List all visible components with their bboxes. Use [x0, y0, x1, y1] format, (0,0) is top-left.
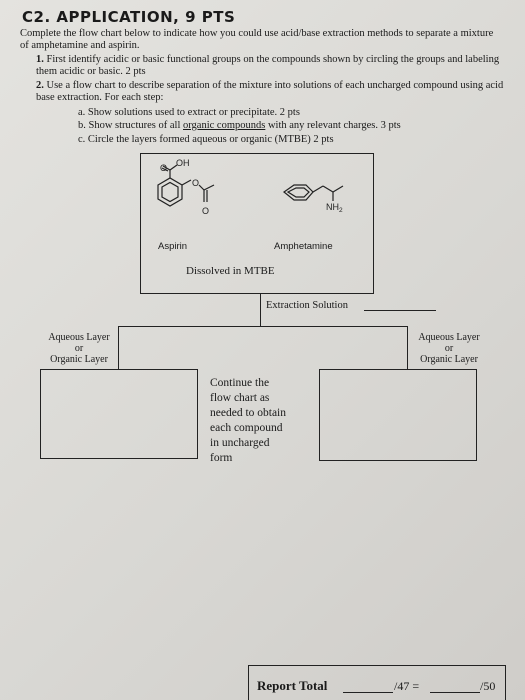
split-bracket: [118, 326, 408, 370]
continue-line: each compound: [210, 422, 283, 434]
report-total-box: [248, 665, 506, 700]
extraction-solution-blank[interactable]: [364, 310, 436, 311]
right-layer-aqueous: Aqueous Layer: [418, 332, 480, 343]
sub-item-c: c. Circle the layers formed aqueous or o…: [78, 134, 334, 146]
left-layer-label: Aqueous Layer or Organic Layer: [42, 332, 116, 365]
left-layer-or: or: [74, 343, 84, 354]
item-text: First identify acidic or basic functiona…: [36, 54, 500, 77]
continue-line: form: [210, 452, 233, 464]
aspirin-label: Aspirin: [158, 241, 188, 252]
continue-line: needed to obtain: [210, 407, 287, 419]
sub-text: Show structures of all: [88, 120, 183, 131]
right-layer-label: Aqueous Layer or Organic Layer: [410, 332, 488, 365]
sub-letter: a.: [78, 107, 86, 118]
extraction-solution-label: Extraction Solution: [266, 300, 348, 311]
sub-letter: c.: [78, 134, 86, 145]
right-layer-organic: Organic Layer: [420, 354, 478, 365]
item-number: 2.: [36, 80, 44, 91]
left-layer-organic: Organic Layer: [50, 354, 108, 365]
left-layer-box[interactable]: [40, 369, 198, 459]
mixture-box: [140, 153, 374, 294]
connector-line: [260, 294, 261, 326]
final-total: /50: [480, 679, 496, 693]
sub-letter: b.: [78, 120, 86, 131]
score-blank[interactable]: [343, 692, 393, 693]
right-layer-box[interactable]: [319, 369, 477, 461]
sub-text-underlined: organic compounds: [183, 120, 266, 131]
item-number: 1.: [36, 54, 44, 65]
continue-line: flow chart as: [210, 392, 270, 404]
continue-line: in uncharged: [210, 437, 270, 449]
item-text: Use a flow chart to describe separation …: [36, 80, 504, 103]
amphetamine-label: Amphetamine: [274, 241, 333, 252]
continue-line: Continue the: [210, 377, 270, 389]
final-score-blank[interactable]: [430, 692, 480, 693]
sub-text: Show solutions used to extract or precip…: [87, 107, 300, 118]
intro-paragraph: Complete the flow chart below to indicat…: [20, 28, 494, 51]
instruction-item-2: 2. Use a flow chart to describe separati…: [36, 80, 506, 104]
sub-item-a: a. Show solutions used to extract or pre…: [78, 107, 300, 119]
instruction-item-1: 1. First identify acidic or basic functi…: [36, 54, 506, 78]
sub-item-b: b. Show structures of all organic compou…: [78, 120, 401, 132]
right-layer-or: or: [444, 343, 454, 354]
score-total: /47 =: [394, 679, 420, 693]
report-total-label: Report Total: [257, 678, 328, 693]
sub-text: Circle the layers formed aqueous or orga…: [87, 134, 334, 145]
page-title: C2. APPLICATION, 9 PTS: [22, 8, 236, 26]
dissolved-in-mtbe: Dissolved in MTBE: [186, 265, 275, 277]
left-layer-aqueous: Aqueous Layer: [48, 332, 110, 343]
sub-text-end: with any relevant charges. 3 pts: [265, 120, 401, 131]
continue-instructions: Continue the flow chart as needed to obt…: [210, 376, 286, 466]
